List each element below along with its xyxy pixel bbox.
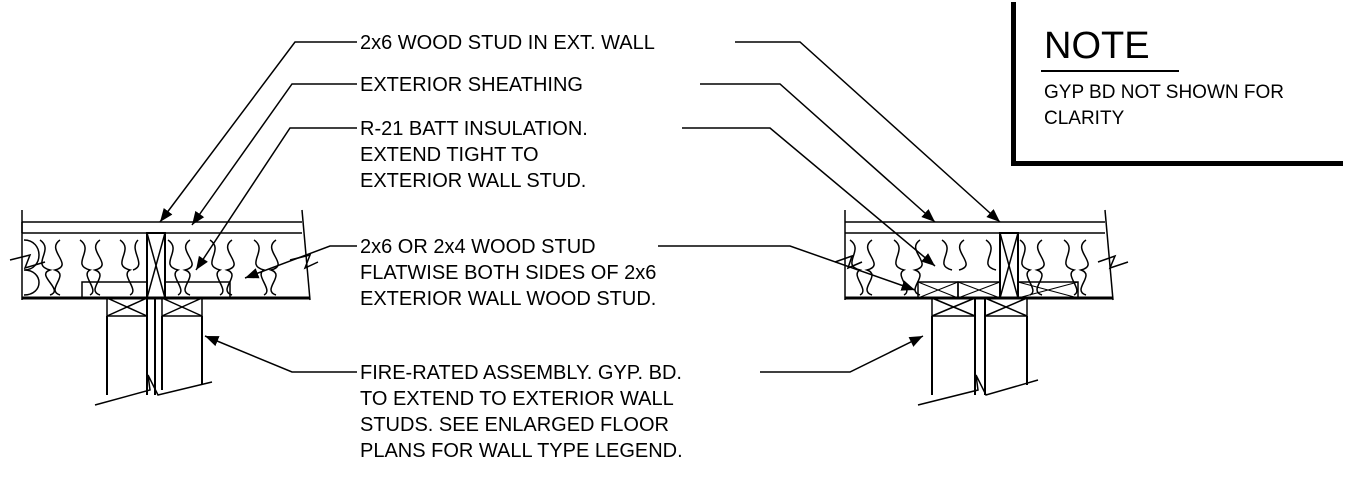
note-body-line: CLARITY [1044, 108, 1125, 129]
label-fire-rated: FIRE-RATED ASSEMBLY. GYP. BD. TO EXTEND … [360, 360, 683, 464]
right-wall-detail [834, 209, 1129, 406]
label-line: EXTERIOR SHEATHING [360, 74, 583, 96]
label-line: 2x6 WOOD STUD IN EXT. WALL [360, 32, 655, 54]
label-line: FLATWISE BOTH SIDES OF 2x6 [360, 262, 657, 284]
note-underline [1041, 70, 1179, 72]
label-line: 2x6 OR 2x4 WOOD STUD [360, 236, 596, 258]
label-line: PLANS FOR WALL TYPE LEGEND. [360, 440, 683, 462]
label-flatwise-stud: 2x6 OR 2x4 WOOD STUD FLATWISE BOTH SIDES… [360, 234, 656, 312]
leader-lines [159, 41, 1001, 373]
label-line: R-21 BATT INSULATION. [360, 118, 588, 140]
label-exterior-sheathing: EXTERIOR SHEATHING [360, 72, 583, 98]
note-title: NOTE [1044, 25, 1150, 67]
label-line: FIRE-RATED ASSEMBLY. GYP. BD. [360, 362, 682, 384]
label-line: EXTERIOR WALL WOOD STUD. [360, 288, 657, 310]
note-body: GYP BD NOT SHOWN FOR CLARITY [1044, 80, 1284, 132]
left-wall-detail [9, 209, 319, 406]
label-line: EXTEND TIGHT TO [360, 144, 539, 166]
label-line: EXTERIOR WALL STUD. [360, 170, 587, 192]
note-body-line: GYP BD NOT SHOWN FOR [1044, 82, 1284, 103]
label-insulation: R-21 BATT INSULATION. EXTEND TIGHT TO EX… [360, 116, 588, 194]
label-stud-ext-wall: 2x6 WOOD STUD IN EXT. WALL [360, 30, 655, 56]
note-box [1011, 2, 1343, 166]
label-line: STUDS. SEE ENLARGED FLOOR [360, 414, 669, 436]
label-line: TO EXTEND TO EXTERIOR WALL [360, 388, 674, 410]
